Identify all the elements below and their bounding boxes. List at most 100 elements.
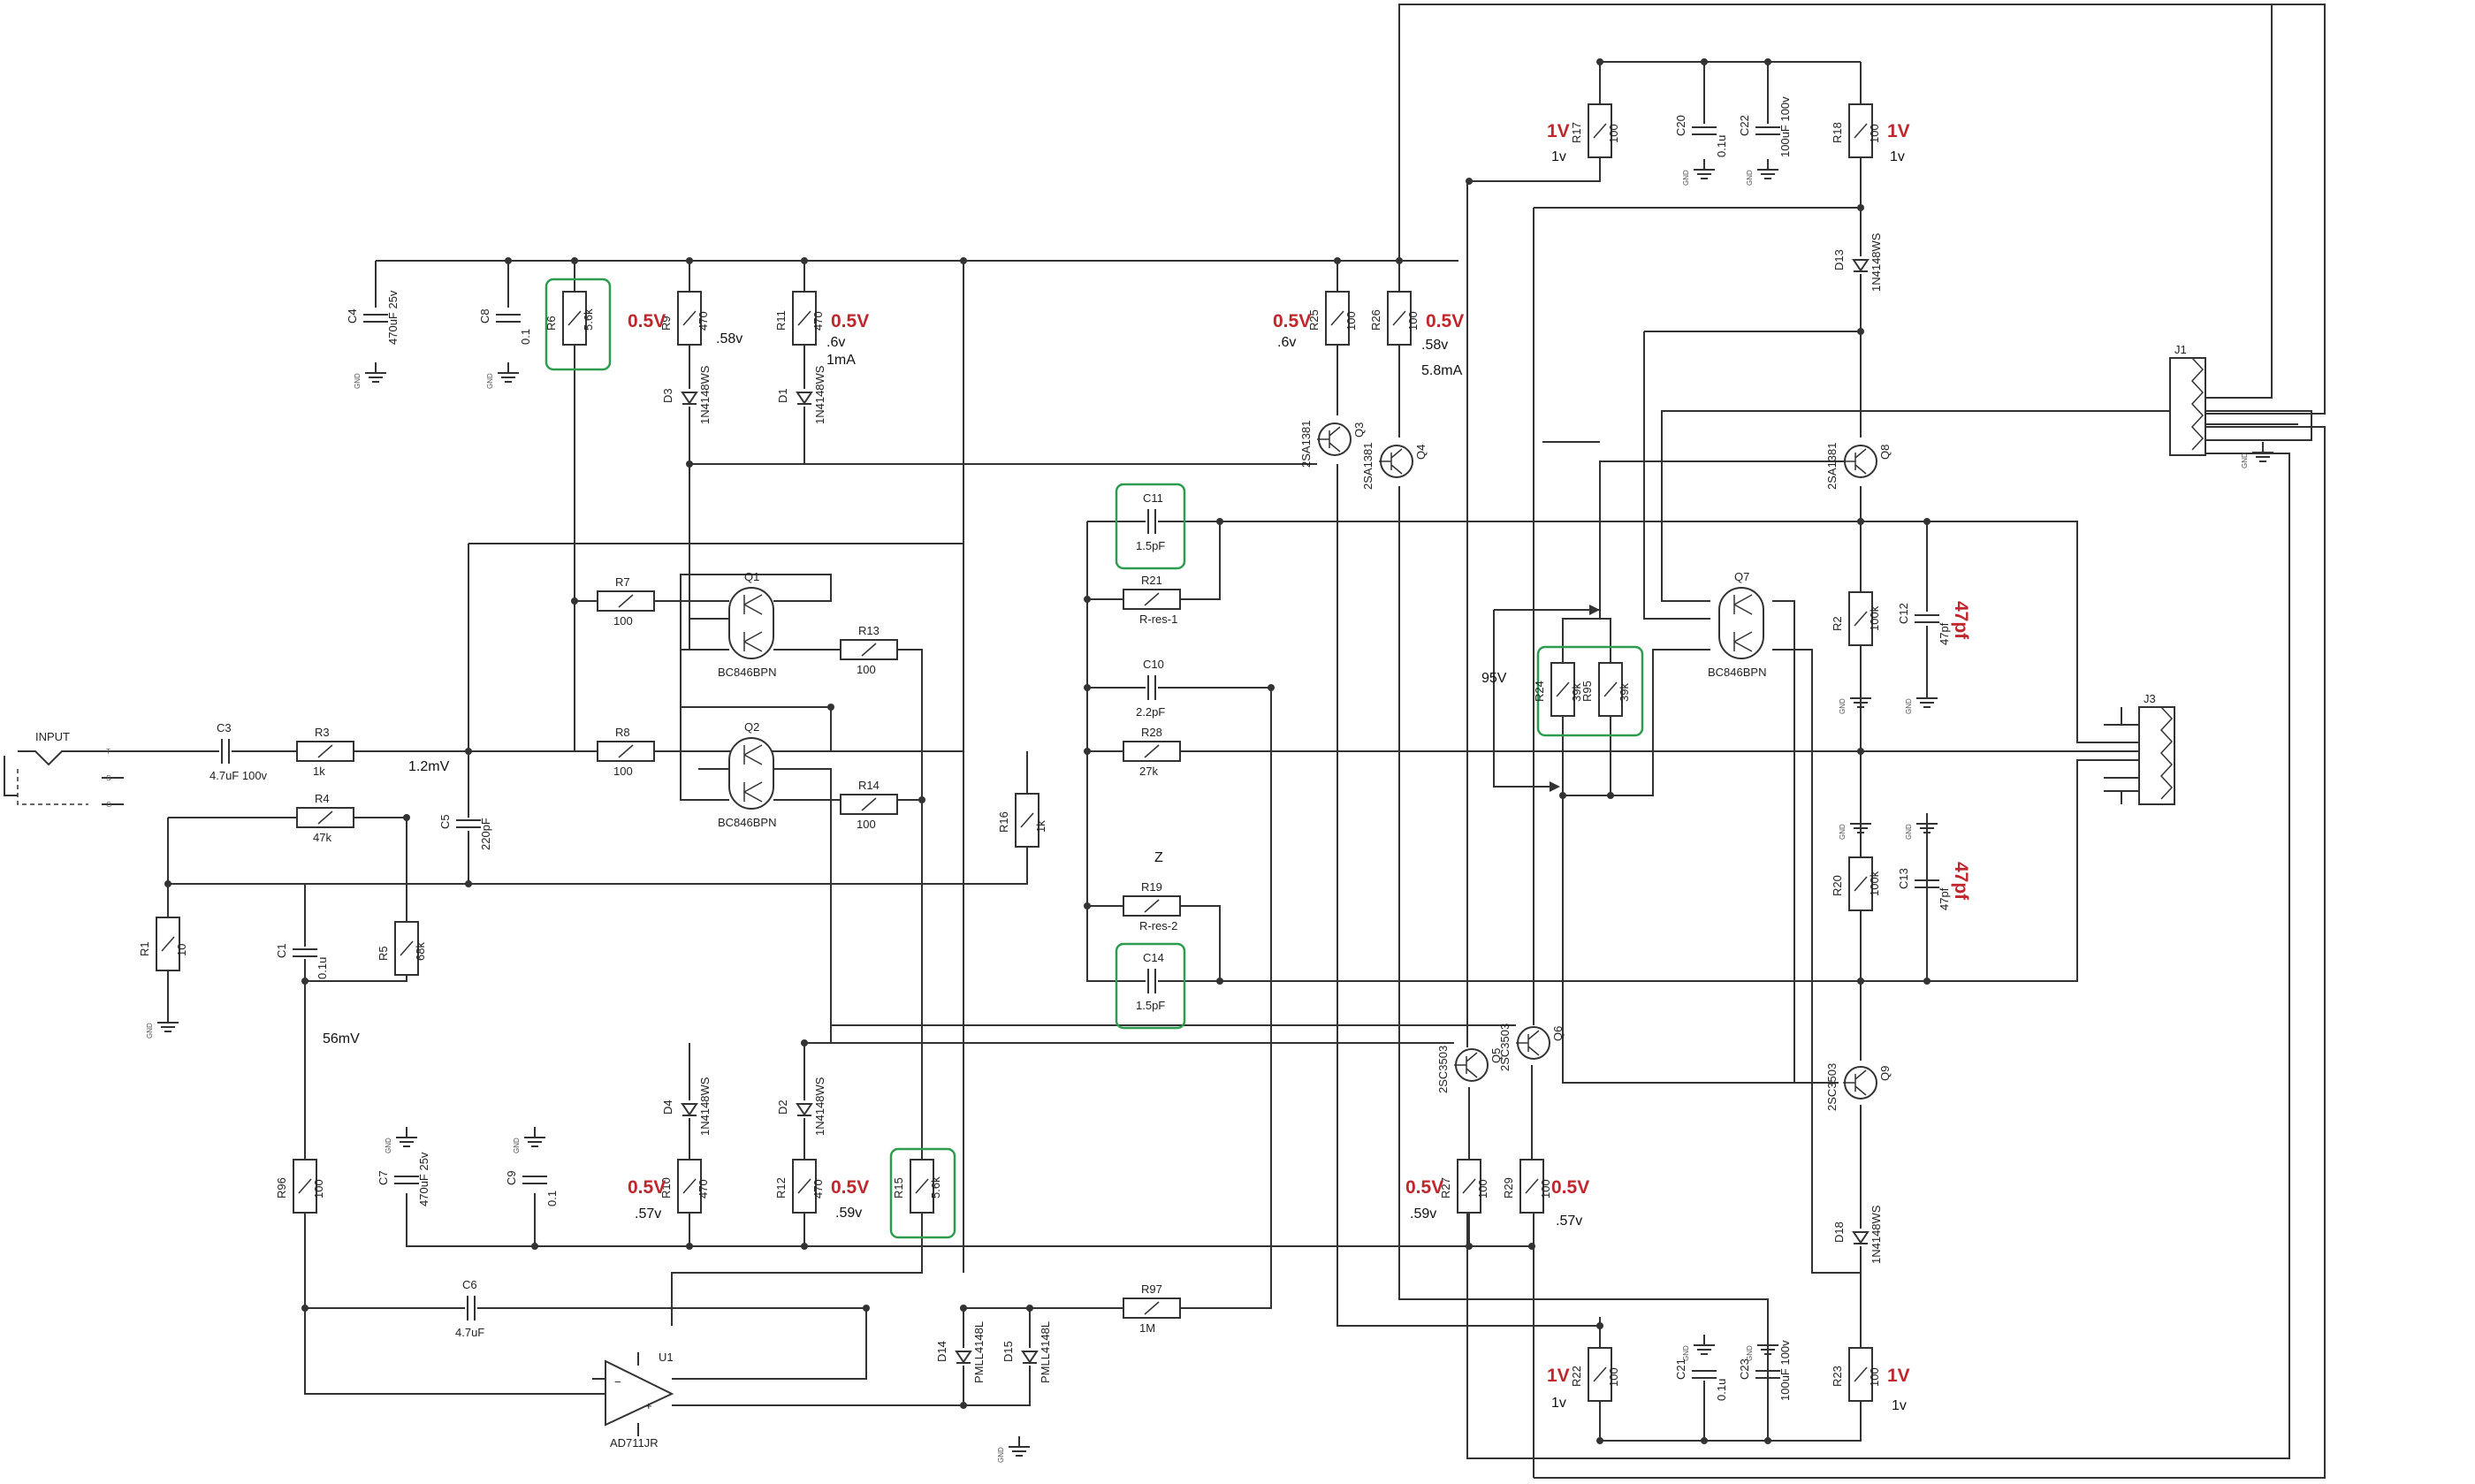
capacitor-ref: C13 [1897,868,1910,889]
capacitor-ref: C10 [1143,658,1164,671]
junction-dot [1701,58,1708,65]
capacitor-ref: C5 [438,814,452,829]
junction-dot [1084,596,1091,603]
resistor-ref: R96 [275,1177,288,1199]
capacitor-value: 1.5pF [1136,539,1165,552]
annotation-label: 0.5V [628,1177,666,1198]
junction-dot [1701,1437,1708,1444]
ground-icon: GND [385,1127,417,1153]
annotation-label: 0.5V [1551,1177,1589,1198]
resistor-value: R-res-1 [1139,613,1177,626]
ground-label: GND [486,373,494,389]
svg-text:S: S [106,774,110,782]
diode-value: 1N4148WS [698,1077,712,1136]
transistor-value: 2SA1381 [1825,443,1839,491]
input-label: INPUT [35,730,70,743]
resistor-value: 1k [1034,820,1047,833]
resistor-value: 470 [811,1179,825,1199]
transistor-ref: Q6 [1551,1026,1565,1041]
junction-dot [1084,902,1091,909]
annotation-label: 0.5V [831,1177,869,1198]
svg-text:G: G [106,801,111,809]
capacitor-ref: C9 [505,1170,518,1185]
junction-dot [801,1039,808,1046]
diode-ref: D4 [661,1100,674,1115]
junction-dot [1857,748,1864,755]
diode-value: PMLL4148L [1039,1321,1052,1383]
capacitor-value: 470uF 25v [417,1152,430,1206]
junction-dot [1857,328,1864,335]
resistor-ref: R28 [1141,726,1162,739]
ground-icon: GND [1905,813,1938,840]
diode-ref: D1 [776,388,789,403]
junction-dot [1334,257,1341,264]
diode-value: PMLL4148L [972,1321,986,1383]
capacitor-ref: C11 [1143,491,1163,505]
ground-icon: GND [146,1012,179,1039]
capacitor-ref: C22 [1738,115,1751,136]
highlight-box [1536,645,1644,737]
diode-d4: D4 1N4148WS [661,1077,712,1136]
ground-label: GND [354,373,362,389]
resistor-r12: R12 470 [774,1159,825,1214]
annotation-label: 1mA [826,353,856,368]
junction-dot [1528,1243,1535,1250]
capacitor-ref: C21 [1674,1358,1687,1380]
resistor-value: 100 [1539,1179,1552,1199]
resistor-value: 100 [1607,1367,1620,1387]
arrow-markers [1550,605,1600,792]
annotation-label: .58v [1421,338,1448,353]
annotation-label: .59v [835,1206,862,1221]
transistor-ref: Q4 [1414,445,1428,460]
dual-transistor-value: BC846BPN [718,816,776,829]
junction-dot [1857,978,1864,985]
resistor-ref: R9 [659,316,673,331]
junction-dot [1466,1243,1473,1250]
resistor-value: 100 [857,818,876,831]
svg-text:+: + [645,1399,652,1412]
annotation-label: 1.2mV [408,759,450,774]
ground-icon: GND [1746,1335,1778,1361]
ground-icon: GND [1682,1335,1715,1361]
junction-dot [465,748,472,755]
resistor-value: 100 [1476,1179,1489,1199]
annotation-label: 0.5V [1273,311,1311,331]
resistor-ref: R22 [1570,1366,1583,1387]
junction-dot [1268,684,1275,691]
capacitor-ref: C14 [1143,951,1164,964]
junction-dot [686,1243,693,1250]
resistor-value: 100 [1868,1367,1881,1387]
capacitor-value: 4.7uF [455,1326,484,1339]
opamp-u1: − + U1 AD711JR [592,1351,674,1450]
ground-label: GND [1839,698,1847,714]
resistor-ref: R12 [774,1177,788,1199]
resistor-value: 470 [697,311,710,331]
resistor-value: 100k [1868,605,1881,631]
resistor-ref: R11 [774,310,788,331]
junction-dot [801,1243,808,1250]
resistor-value: 10 [175,944,188,956]
annotation-label: 0.5V [831,311,869,331]
resistor-value: 470 [697,1179,710,1199]
ground-icon: GND [1682,159,1715,186]
resistor-value: 100 [1406,311,1420,331]
junction-dot [1466,178,1473,185]
junction-dot [863,1305,870,1312]
capacitor-c11: C11 1.5pF [1136,491,1165,552]
input-jack: INPUT T S G [4,730,111,809]
